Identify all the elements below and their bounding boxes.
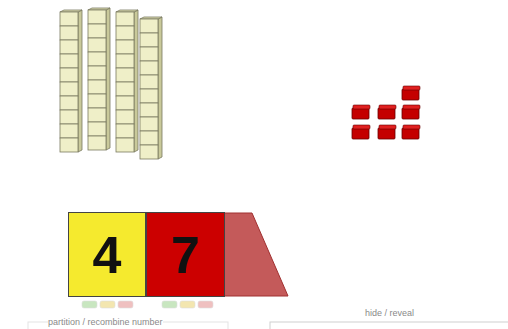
unit-cube bbox=[402, 86, 420, 100]
unit-cube bbox=[402, 125, 420, 139]
indicator-dots bbox=[82, 301, 213, 308]
indicator-dot bbox=[82, 301, 97, 308]
rod-cube bbox=[60, 96, 78, 110]
rod-side bbox=[78, 10, 82, 152]
rod-cube bbox=[60, 40, 78, 54]
unit-cube bbox=[352, 125, 370, 139]
control-bar bbox=[270, 322, 508, 329]
cube-top bbox=[403, 125, 420, 129]
rod-cube bbox=[116, 138, 134, 152]
rod-cube bbox=[140, 75, 158, 89]
rod-cube bbox=[116, 82, 134, 96]
rod-cube bbox=[116, 40, 134, 54]
unit-cubes bbox=[352, 86, 420, 139]
cube-face bbox=[402, 89, 419, 100]
tens-rod bbox=[88, 8, 110, 150]
indicator-dot bbox=[180, 301, 195, 308]
indicator-dot bbox=[162, 301, 177, 308]
rod-cube bbox=[60, 110, 78, 124]
unit-cube bbox=[378, 125, 396, 139]
rod-cube bbox=[140, 103, 158, 117]
rod-cube bbox=[88, 122, 106, 136]
cube-top bbox=[379, 125, 396, 129]
rod-cube bbox=[116, 12, 134, 26]
rod-cube bbox=[60, 82, 78, 96]
rod-cube bbox=[116, 96, 134, 110]
unit-cube bbox=[352, 105, 370, 119]
digit: 7 bbox=[171, 229, 200, 281]
tens-rod bbox=[60, 10, 82, 152]
arrow-tip bbox=[224, 213, 288, 296]
rod-cube bbox=[60, 138, 78, 152]
unit-cube bbox=[402, 105, 420, 119]
rod-cube bbox=[88, 10, 106, 24]
rod-cube bbox=[88, 80, 106, 94]
rod-cube bbox=[88, 38, 106, 52]
control-label: hide / reveal bbox=[365, 309, 414, 319]
indicator-dot bbox=[198, 301, 213, 308]
cube-face bbox=[378, 108, 395, 119]
unit-cube bbox=[378, 105, 396, 119]
tens-rods bbox=[60, 8, 162, 159]
rod-side bbox=[158, 17, 162, 159]
rod-cube bbox=[116, 54, 134, 68]
rod-cube bbox=[116, 68, 134, 82]
cube-face bbox=[402, 128, 419, 139]
indicator-dot bbox=[100, 301, 115, 308]
rod-cube bbox=[88, 66, 106, 80]
rod-cube bbox=[88, 136, 106, 150]
rod-cube bbox=[140, 19, 158, 33]
rod-cube bbox=[140, 61, 158, 75]
rod-cube bbox=[116, 124, 134, 138]
place-value-card: 7 bbox=[146, 212, 225, 297]
rod-cube bbox=[116, 26, 134, 40]
rod-cube bbox=[60, 124, 78, 138]
rod-cube bbox=[140, 117, 158, 131]
rod-cube bbox=[140, 89, 158, 103]
cube-top bbox=[403, 105, 420, 109]
place-value-card: 4 bbox=[68, 212, 146, 297]
rod-cube bbox=[116, 110, 134, 124]
cube-face bbox=[352, 108, 369, 119]
rod-cube bbox=[140, 145, 158, 159]
rod-side bbox=[106, 8, 110, 150]
rod-cube bbox=[88, 94, 106, 108]
indicator-dot bbox=[118, 301, 133, 308]
rod-cube bbox=[88, 52, 106, 66]
cube-top bbox=[403, 86, 420, 90]
rod-cube bbox=[88, 24, 106, 38]
rod-cube bbox=[60, 12, 78, 26]
rod-side bbox=[134, 10, 138, 152]
rod-cube bbox=[88, 108, 106, 122]
rod-cube bbox=[60, 26, 78, 40]
cube-top bbox=[379, 105, 396, 109]
cube-top bbox=[353, 105, 370, 109]
rod-cube bbox=[60, 68, 78, 82]
cube-face bbox=[352, 128, 369, 139]
cube-top bbox=[353, 125, 370, 129]
rod-cube bbox=[60, 54, 78, 68]
rod-cube bbox=[140, 47, 158, 61]
cube-face bbox=[402, 108, 419, 119]
rod-cube bbox=[140, 131, 158, 145]
control-label: partition / recombine number bbox=[48, 318, 163, 328]
tens-rod bbox=[116, 10, 138, 152]
rod-cube bbox=[140, 33, 158, 47]
cube-face bbox=[378, 128, 395, 139]
digit: 4 bbox=[93, 229, 122, 281]
tens-rod bbox=[140, 17, 162, 159]
